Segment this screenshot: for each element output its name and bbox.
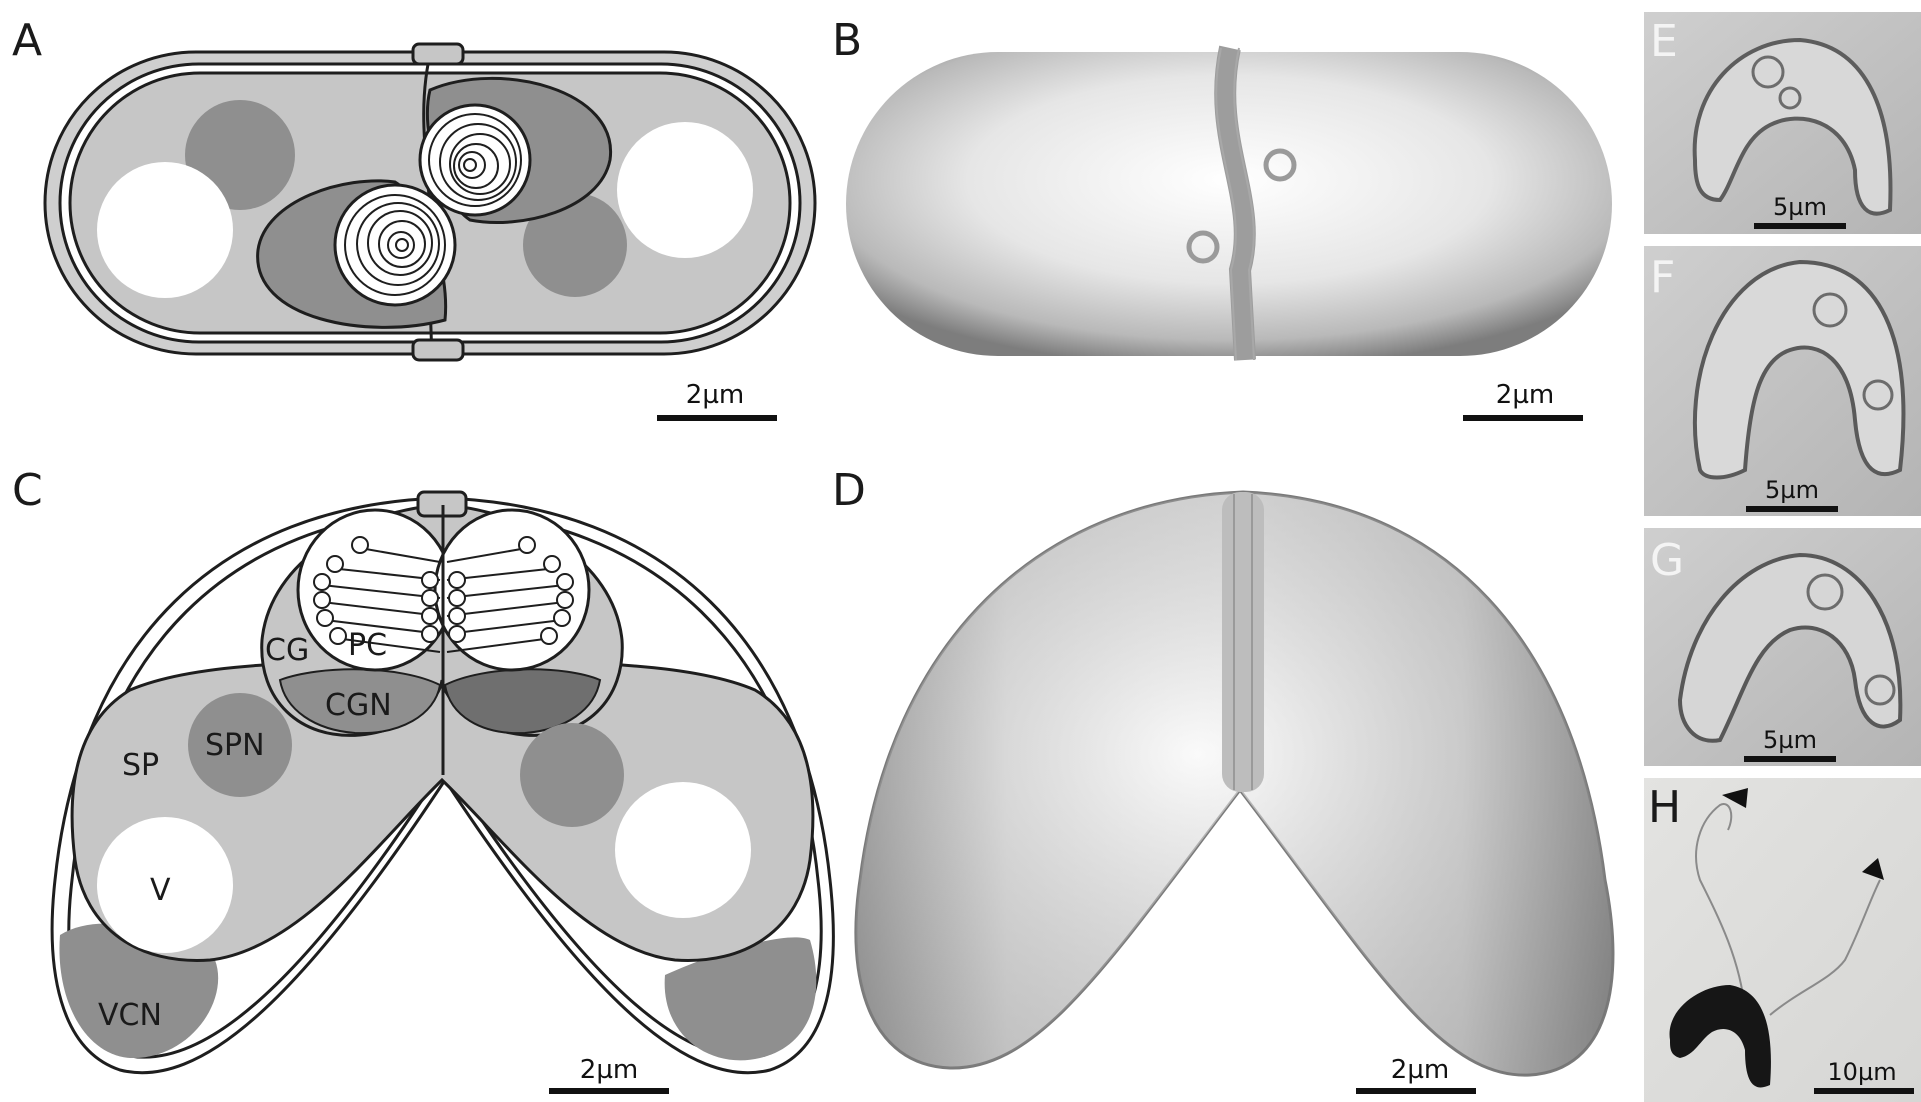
vacuole-a2 — [617, 122, 753, 258]
panel-c: C — [12, 465, 833, 1094]
scale-bar-g — [1744, 756, 1836, 762]
panel-h: H 10µm — [1644, 778, 1921, 1102]
scale-bar-f — [1746, 506, 1838, 512]
panel-letter-d: D — [832, 465, 866, 516]
label-v: V — [150, 873, 171, 908]
panel-letter-c: C — [12, 465, 43, 516]
panel-a: A 2µm — [12, 15, 815, 421]
panel-f: F 5µm — [1644, 246, 1921, 516]
panel-letter-h: H — [1648, 782, 1681, 833]
polar-capsule-a1 — [420, 105, 530, 215]
label-cg: CG — [265, 633, 309, 668]
label-spn: SPN — [205, 728, 265, 763]
scale-bar-d — [1356, 1088, 1476, 1094]
suture-cap-top-a — [413, 44, 463, 64]
label-pc: PC — [348, 628, 387, 663]
scale-label-g: 5µm — [1763, 726, 1817, 754]
panel-letter-b: B — [832, 15, 862, 66]
scale-label-e: 5µm — [1773, 193, 1827, 221]
panel-b: B 2µm — [832, 15, 1612, 421]
label-sp: SP — [122, 748, 159, 783]
panel-g: G 5µm — [1644, 528, 1921, 766]
scale-bar-c — [549, 1088, 669, 1094]
scale-label-f: 5µm — [1765, 476, 1819, 504]
vacuole-a1 — [97, 162, 233, 298]
scale-bar-b — [1463, 415, 1583, 421]
panel-letter-a: A — [12, 15, 42, 66]
panel-letter-e: E — [1650, 16, 1678, 67]
scale-bar-a — [657, 415, 777, 421]
panel-e: E 5µm — [1644, 12, 1921, 234]
scale-bar-h — [1814, 1088, 1914, 1094]
suture-ridge-d — [1222, 492, 1264, 792]
scale-label-c: 2µm — [580, 1055, 638, 1085]
suture-cap-bottom-a — [413, 340, 463, 360]
scale-label-h: 10µm — [1827, 1058, 1896, 1086]
scale-label-b: 2µm — [1496, 380, 1554, 410]
panel-letter-f: F — [1650, 252, 1675, 303]
sporoplasm-nucleus-right — [520, 723, 624, 827]
scale-label-d: 2µm — [1391, 1055, 1449, 1085]
vacuole-right — [615, 782, 751, 918]
panel-letter-g: G — [1650, 535, 1684, 586]
label-cgn: CGN — [325, 688, 392, 723]
label-vcn: VCN — [98, 998, 162, 1033]
scale-label-a: 2µm — [686, 380, 744, 410]
scale-bar-e — [1754, 223, 1846, 229]
panel-d: D 2µm — [832, 465, 1613, 1094]
